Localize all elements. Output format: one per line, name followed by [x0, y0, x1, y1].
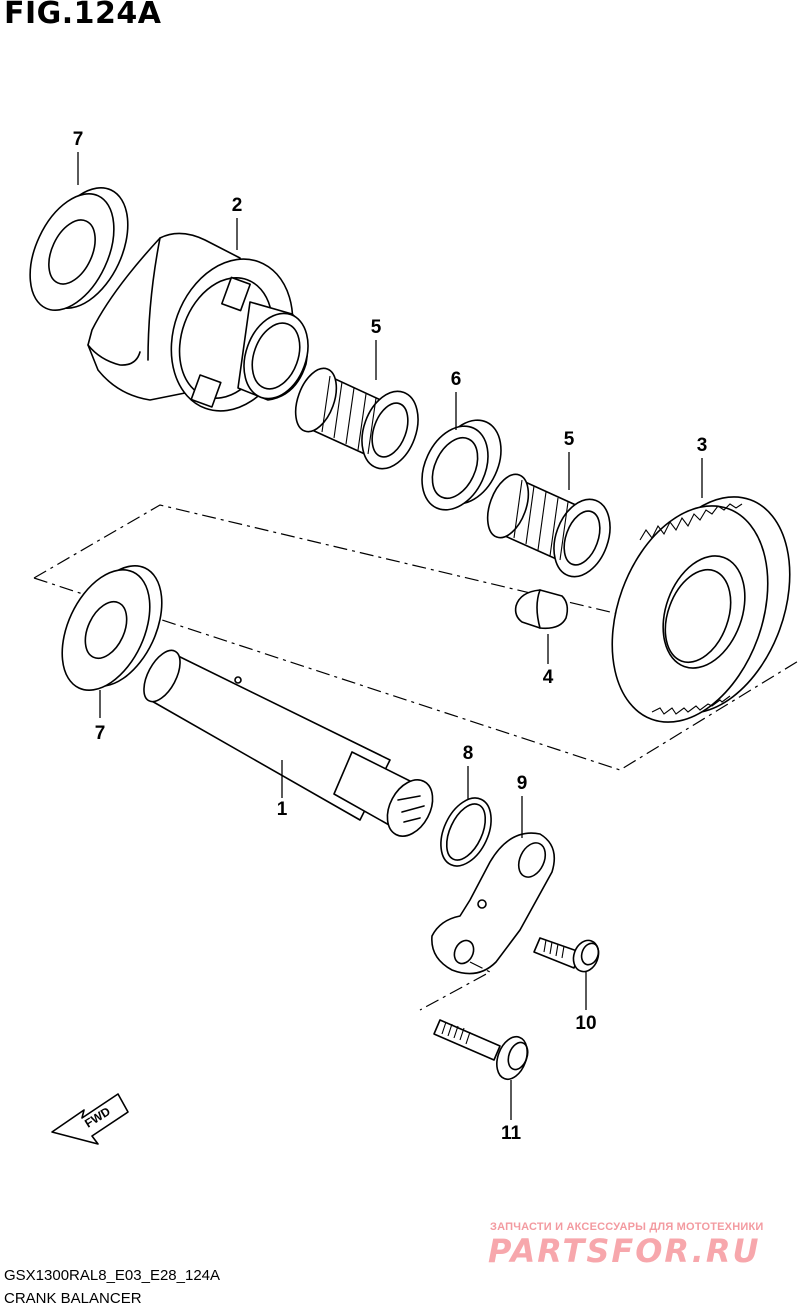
spacer-ring [421, 419, 502, 511]
balancer-arm [419, 832, 556, 1011]
callout-3: 3 [696, 435, 708, 456]
callout-7-lower: 7 [94, 723, 106, 744]
callout-4: 4 [542, 667, 554, 688]
watermark-logo: PARTSFOR.RU [488, 1232, 761, 1270]
callout-8: 8 [462, 743, 474, 764]
watermark-tagline: ЗАПЧАСТИ И АКСЕССУАРЫ ДЛЯ МОТОТЕХНИКИ [490, 1221, 764, 1233]
balancer-shaft [143, 649, 434, 837]
callout-6: 6 [450, 369, 462, 390]
figure-title: FIG.124A [4, 0, 162, 31]
leader-lines [77, 152, 703, 1120]
bolt-long [433, 1019, 529, 1081]
balancer-gear [611, 496, 791, 723]
callout-7-upper: 7 [72, 129, 84, 150]
assembly-boundary [33, 504, 800, 771]
callout-9: 9 [516, 773, 528, 794]
callout-5-lower: 5 [563, 429, 575, 450]
balancer-weight [87, 232, 309, 412]
callout-10: 10 [575, 1013, 597, 1034]
woodruff-key [514, 589, 569, 630]
needle-bearing-upper [294, 367, 419, 470]
oil-seal-lower [61, 565, 163, 691]
callout-1: 1 [276, 799, 288, 820]
figure-caption: CRANK BALANCER [4, 1290, 142, 1307]
callout-5-upper: 5 [370, 317, 382, 338]
callout-2: 2 [231, 195, 243, 216]
o-ring [440, 797, 492, 867]
forward-arrow-icon: FWD [51, 1093, 129, 1145]
oil-seal-upper [29, 187, 129, 312]
callout-11: 11 [500, 1123, 522, 1144]
bolt-short [533, 937, 600, 973]
needle-bearing-lower [486, 473, 611, 578]
figure-code: GSX1300RAL8_E03_E28_124A [4, 1267, 221, 1284]
